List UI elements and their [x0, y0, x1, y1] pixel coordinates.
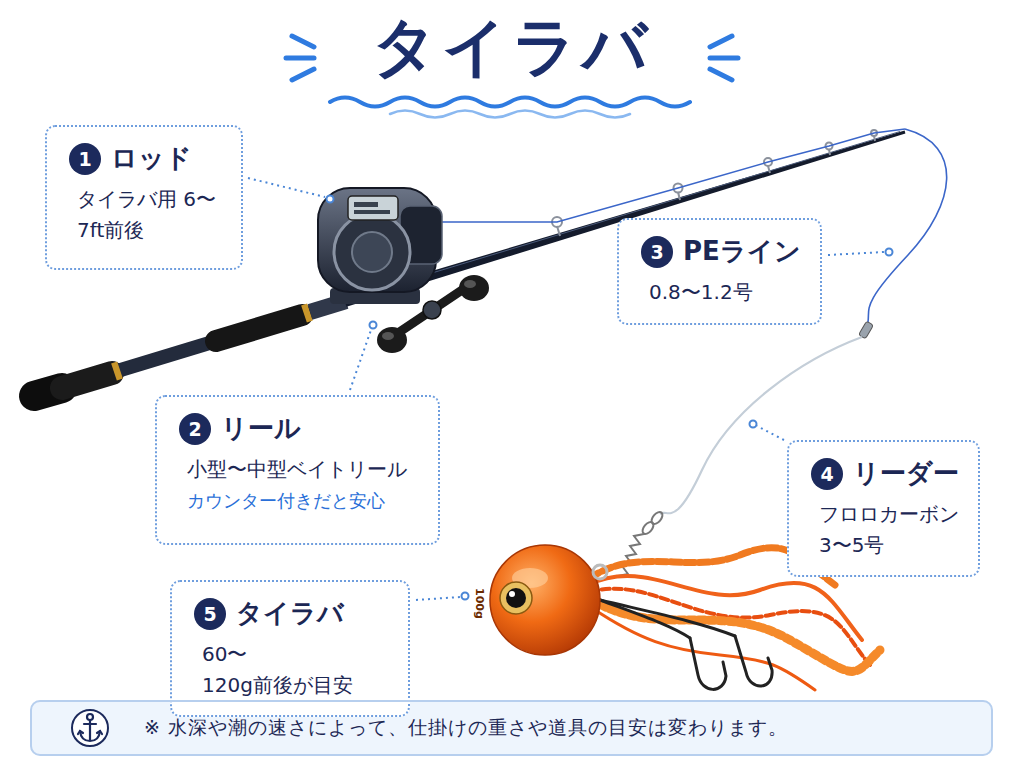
- rod: [114, 341, 216, 372]
- tip-text: カウンター付きだと安心: [187, 489, 420, 513]
- leader-line: [350, 330, 371, 390]
- reel: [354, 210, 390, 214]
- title-decoration: [286, 56, 314, 61]
- title-decoration: [710, 69, 732, 80]
- callout-box: 5 タイラバ 60〜120g前後が目安: [170, 580, 410, 717]
- callout-box: 1 ロッドタイラバ用 6〜7ft前後: [45, 125, 243, 270]
- lure: [490, 545, 600, 655]
- lure: [592, 608, 815, 690]
- title-decoration: [292, 69, 314, 80]
- heading-row: 2 リール: [179, 411, 420, 446]
- reel: [352, 232, 392, 272]
- lure: [600, 600, 735, 636]
- part-name: リール: [221, 411, 301, 446]
- title-decoration: [710, 36, 732, 47]
- spec-text: 小型〜中型ベイトリール: [187, 454, 420, 485]
- callout-box: 3 PEライン 0.8〜1.2号: [617, 218, 822, 325]
- leader-line: [750, 421, 757, 428]
- title-decoration: [330, 98, 690, 107]
- anchor-icon: [72, 710, 108, 746]
- lure: [649, 510, 664, 526]
- callout-number: 3: [641, 236, 673, 268]
- reel: [354, 202, 378, 207]
- callout-box: 4 リーダーフロロカーボン 3〜5号: [787, 440, 980, 577]
- lure: [735, 636, 772, 686]
- line: [859, 321, 874, 339]
- rod: [216, 315, 302, 341]
- lure: [509, 591, 515, 597]
- callout-number: 4: [811, 458, 843, 490]
- reel: [423, 301, 441, 319]
- lure: [500, 582, 532, 614]
- line: [660, 337, 862, 514]
- rod: [114, 370, 120, 372]
- reel: [348, 196, 398, 220]
- rod: [62, 373, 112, 388]
- line: [868, 129, 947, 322]
- spec-text: タイラバ用 6〜7ft前後: [77, 184, 223, 246]
- reel: [459, 275, 489, 301]
- callout-box: 2 リール小型〜中型ベイトリールカウンター付きだと安心: [155, 395, 440, 545]
- reel: [395, 286, 468, 335]
- reel: [334, 214, 410, 290]
- heading-row: 5 タイラバ: [194, 596, 390, 631]
- reel: [318, 188, 489, 353]
- anchor-icon: [84, 723, 96, 725]
- part-name: PEライン: [683, 234, 801, 269]
- callout-number: 1: [69, 143, 101, 175]
- reel: [382, 332, 394, 340]
- spec-text: フロロカーボン 3〜5号: [819, 499, 960, 561]
- weight-marking: 100g: [473, 588, 486, 619]
- part-name: リーダー: [853, 456, 959, 491]
- spec-text: 60〜120g前後が目安: [202, 639, 390, 701]
- lure: [618, 534, 644, 576]
- leader-line: [416, 597, 460, 600]
- title-decoration: [390, 111, 630, 118]
- note-box: ※ 水深や潮の速さによって、仕掛けの重さや道具の目安は変わります。: [30, 700, 993, 756]
- reel: [464, 280, 476, 288]
- leader-line: [757, 426, 784, 440]
- anchor-icon: [97, 731, 102, 734]
- leader-line: [886, 249, 893, 256]
- line: [436, 129, 905, 222]
- rod: [768, 166, 770, 173]
- lure: [506, 588, 526, 608]
- part-name: ロッド: [111, 141, 192, 176]
- callout-number: 2: [179, 413, 211, 445]
- title-decoration: [292, 36, 314, 47]
- leader-line: [462, 593, 469, 600]
- footnote-text: ※ 水深や潮の速さによって、仕掛けの重さや道具の目安は変わります。: [144, 715, 788, 741]
- heading-row: 4 リーダー: [811, 456, 960, 491]
- heading-row: 3 PEライン: [641, 234, 802, 269]
- lure: [593, 565, 607, 579]
- reel: [377, 327, 407, 353]
- heading-row: 1 ロッド: [69, 141, 223, 176]
- leader-line: [828, 252, 884, 255]
- anchor-icon: [78, 731, 83, 734]
- leader-line: [327, 196, 334, 203]
- spec-text: 0.8〜1.2号: [649, 277, 802, 308]
- anchor-icon: [68, 706, 112, 750]
- part-name: タイラバ: [236, 596, 344, 631]
- lure: [590, 589, 870, 665]
- lure: [600, 600, 772, 689]
- callout-number: 5: [194, 598, 226, 630]
- rod: [304, 312, 310, 314]
- anchor-icon: [78, 714, 102, 741]
- lure: [690, 638, 726, 689]
- page-title: タイラバ: [0, 12, 1024, 82]
- leader-line: [248, 178, 325, 197]
- title-decoration: [710, 56, 738, 61]
- leader-line: [370, 322, 377, 329]
